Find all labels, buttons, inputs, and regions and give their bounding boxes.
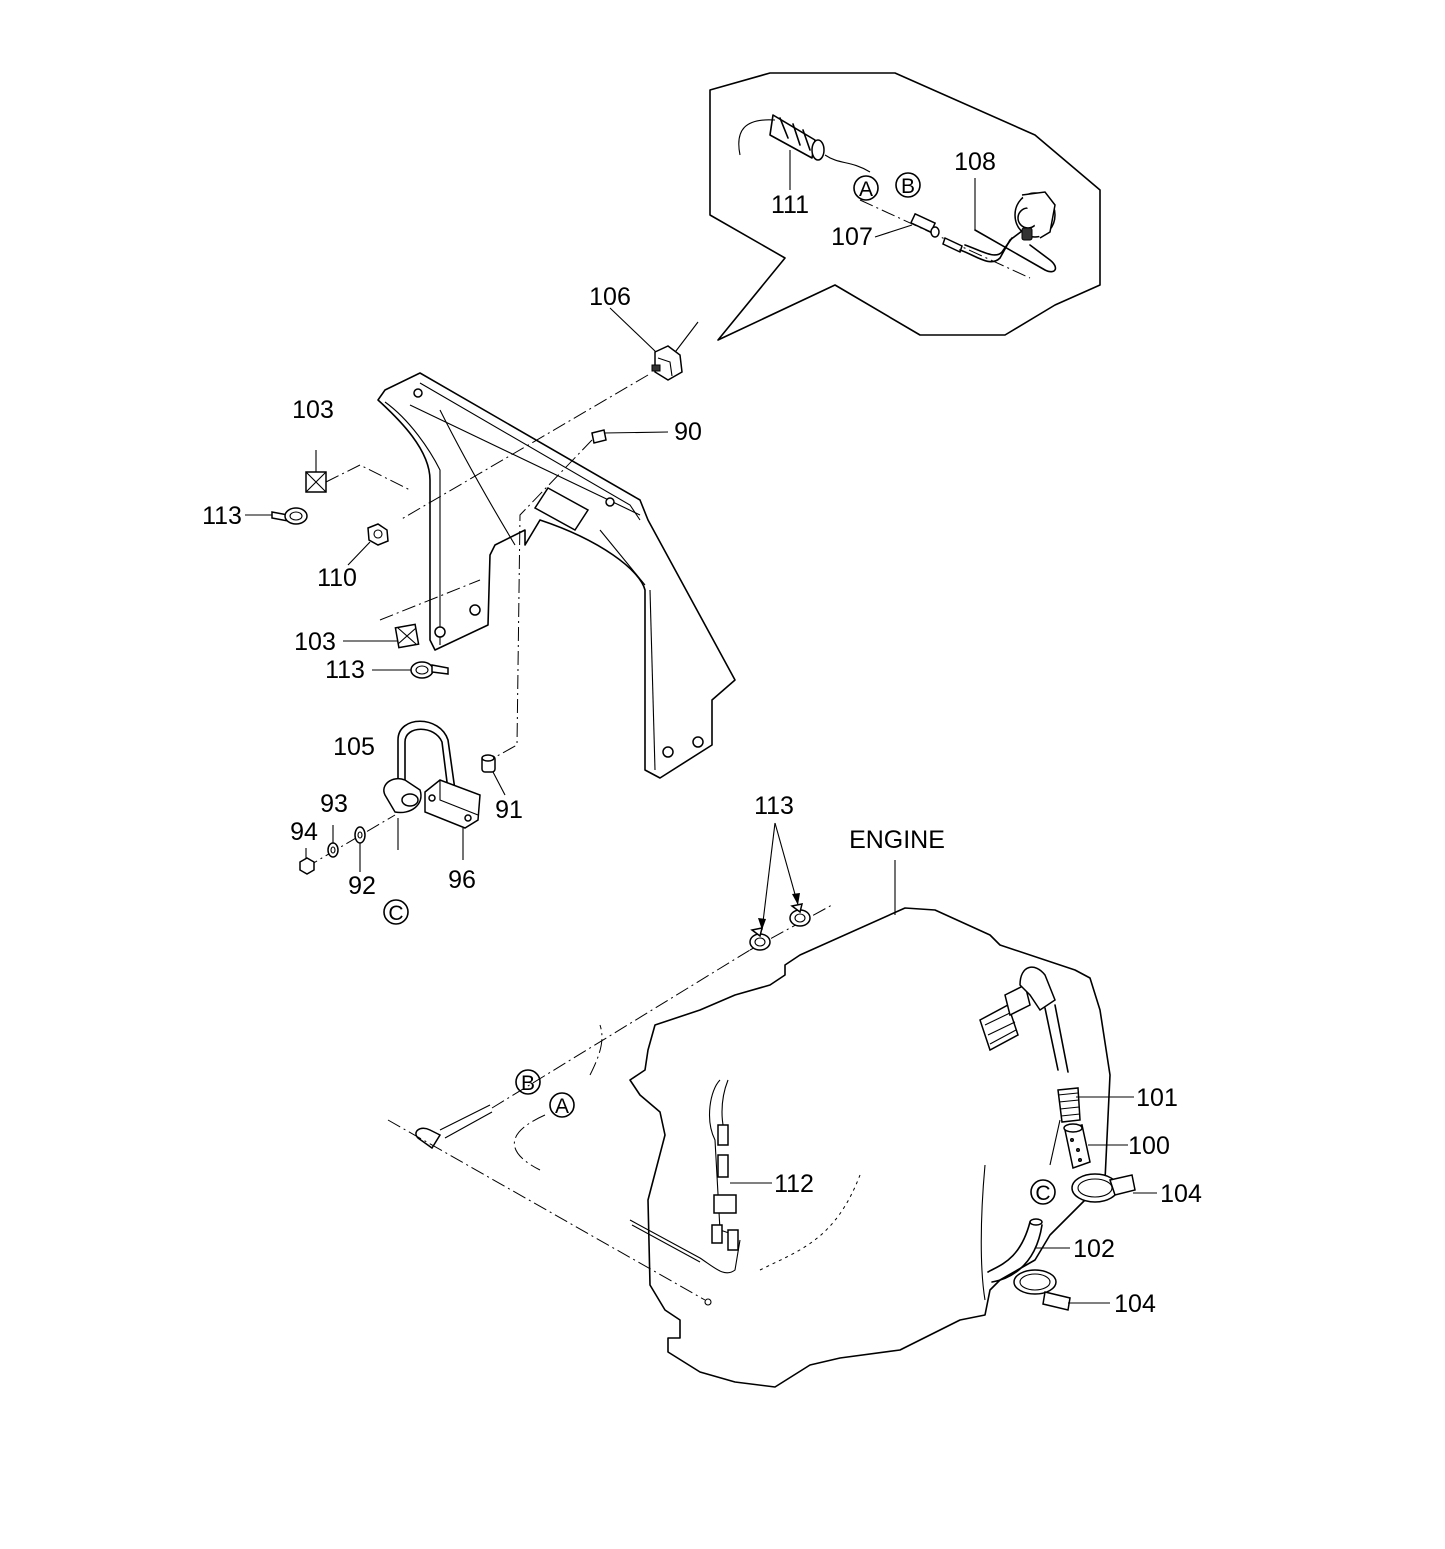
label-94: 94 <box>290 818 318 846</box>
engine-fitting <box>979 966 1069 1073</box>
svg-text:B: B <box>901 175 915 198</box>
detail-callout <box>709 72 1101 341</box>
label-111: 111 <box>771 191 809 219</box>
label-113-upper: 113 <box>202 502 242 530</box>
connector-markers: A B C B A C <box>383 172 1056 1205</box>
bracket-105 <box>383 778 422 814</box>
connector-b-detail: B <box>895 172 921 198</box>
svg-text:C: C <box>1035 1182 1050 1205</box>
bracket <box>377 372 736 779</box>
label-102: 102 <box>1073 1235 1115 1263</box>
label-110: 110 <box>317 564 357 592</box>
collar-91 <box>481 754 506 796</box>
label-107: 107 <box>831 223 873 251</box>
clamp-104-upper <box>1071 1173 1157 1203</box>
plate-103-lower <box>343 579 481 649</box>
connector-c-relay: C <box>383 899 409 925</box>
label-96: 96 <box>448 866 476 894</box>
connector-a-detail: A <box>853 175 879 201</box>
washers-92-93-94 <box>299 814 399 875</box>
harness-cables <box>387 904 833 1306</box>
hose-102 <box>987 1218 1070 1283</box>
svg-text:A: A <box>859 178 873 201</box>
label-103-lower: 103 <box>294 628 336 656</box>
part-106 <box>651 345 683 381</box>
label-106: 106 <box>589 283 631 311</box>
label-105: 105 <box>333 733 375 761</box>
relay-96 <box>424 779 481 860</box>
label-93: 93 <box>320 790 348 818</box>
label-engine: ENGINE <box>849 826 945 854</box>
label-91: 91 <box>495 796 523 824</box>
sensor-108 <box>959 191 1057 273</box>
sleeve-100 <box>1063 1123 1128 1169</box>
label-101: 101 <box>1136 1084 1178 1112</box>
label-103-upper: 103 <box>292 396 334 424</box>
label-100: 100 <box>1128 1132 1170 1160</box>
hose-111 <box>738 114 871 173</box>
bolt-90 <box>489 429 669 761</box>
svg-text:B: B <box>521 1072 535 1095</box>
label-104-upper: 104 <box>1160 1180 1202 1208</box>
label-108: 108 <box>954 148 996 176</box>
svg-text:A: A <box>555 1095 569 1118</box>
label-90: 90 <box>674 418 702 446</box>
spring-101 <box>1049 1087 1134 1166</box>
part-labels: 111 108 107 106 103 90 113 110 103 113 1… <box>202 148 1202 1318</box>
connector-a-harness: A <box>549 1092 575 1118</box>
clamp-113-lower <box>372 661 449 679</box>
u-bolt-105 <box>397 720 456 791</box>
joint-107 <box>859 199 1031 279</box>
engine-outline <box>629 860 1111 1388</box>
label-113-harness: 113 <box>754 792 794 820</box>
clamp-113-harness-right <box>789 903 811 927</box>
label-104-lower: 104 <box>1114 1290 1156 1318</box>
nut-110 <box>347 523 389 566</box>
leader-lines <box>609 150 976 353</box>
label-92: 92 <box>348 872 376 900</box>
svg-text:C: C <box>388 902 403 925</box>
connector-c-engine: C <box>1030 1179 1056 1205</box>
connector-b-harness: B <box>515 1069 541 1095</box>
clamp-113-upper <box>245 507 308 525</box>
plate-103-upper <box>305 450 411 493</box>
clamp-113-harness-left <box>749 927 771 951</box>
clamp-104-lower <box>1013 1269 1110 1311</box>
leader-113-harness <box>758 822 800 931</box>
label-112: 112 <box>774 1170 814 1198</box>
label-113-lower: 113 <box>325 656 365 684</box>
